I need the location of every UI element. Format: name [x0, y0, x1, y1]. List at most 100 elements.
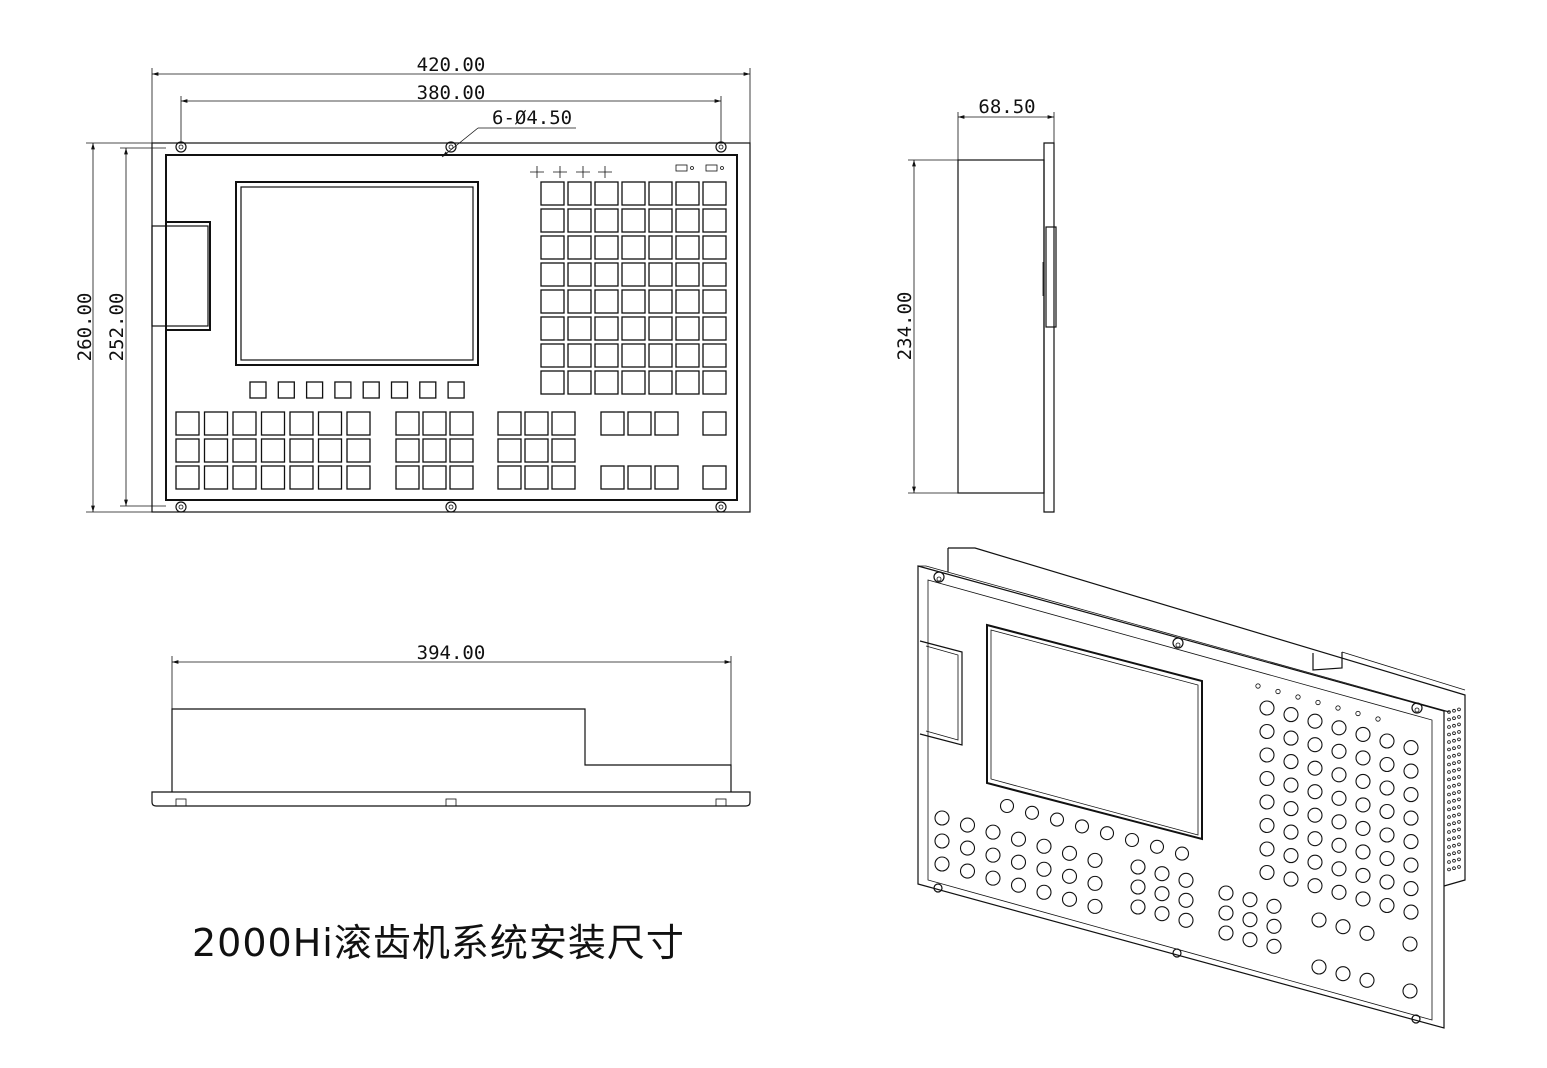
key: [203, 465, 229, 490]
key: [594, 316, 619, 341]
iso-key: [1087, 875, 1103, 891]
iso-key: [1242, 892, 1258, 908]
vent-hole: [1447, 860, 1451, 864]
key: [317, 411, 343, 436]
key: [702, 343, 727, 368]
softkey: [362, 381, 380, 399]
key: [175, 465, 200, 490]
vent-hole: [1452, 791, 1456, 795]
vent-hole: [1457, 850, 1461, 854]
iso-key: [1218, 885, 1234, 901]
key: [627, 465, 652, 490]
iso-key: [1355, 820, 1371, 836]
key: [567, 370, 592, 395]
iso-key: [1010, 877, 1027, 893]
front-dimensions: 420.00 380.00 6-Ø4.50 260.00 252.00: [74, 54, 751, 513]
iso-key: [1266, 898, 1282, 914]
iso-key: [1259, 770, 1275, 787]
dim-holes: 6-Ø4.50: [492, 107, 572, 129]
key: [675, 370, 700, 395]
vent-hole: [1447, 785, 1451, 789]
vent-hole: [1447, 732, 1451, 737]
iso-key: [1266, 938, 1282, 954]
key: [232, 465, 257, 490]
key: [449, 438, 474, 463]
iso-key: [985, 847, 1001, 863]
iso-softkey: [999, 798, 1015, 814]
key: [567, 262, 592, 287]
key: [702, 208, 727, 233]
iso-key: [985, 824, 1001, 840]
key: [289, 411, 314, 436]
key: [621, 316, 646, 341]
iso-indicator: [1375, 716, 1381, 722]
iso-key: [1283, 707, 1299, 723]
vent-hole: [1457, 805, 1461, 809]
iso-key: [1283, 871, 1299, 887]
vent-hole: [1457, 827, 1461, 832]
iso-indicator: [1295, 694, 1301, 700]
softkey: [277, 381, 295, 399]
key: [675, 262, 700, 287]
key: [346, 411, 371, 436]
key: [600, 465, 625, 490]
iso-key: [1355, 797, 1371, 813]
vent-hole: [1447, 755, 1451, 759]
vent-hole: [1452, 798, 1456, 803]
iso-key: [1355, 867, 1371, 883]
iso-key: [1403, 834, 1419, 850]
vent-hole: [1452, 821, 1456, 825]
iso-key: [1379, 803, 1395, 820]
front-inner-border: [165, 154, 738, 501]
iso-key: [1331, 767, 1347, 783]
iso-key: [1331, 814, 1347, 830]
iso-key: [1283, 730, 1299, 746]
vent-hole: [1457, 737, 1461, 742]
dim-body-width: 394.00: [417, 642, 486, 664]
iso-key: [1355, 844, 1371, 860]
iso-key: [1335, 966, 1351, 982]
iso-key: [1259, 723, 1275, 740]
iso-key: [1061, 891, 1078, 907]
softkey: [249, 381, 267, 399]
key: [524, 438, 549, 463]
vent-hole: [1452, 753, 1456, 758]
vent-hole: [1452, 836, 1456, 840]
vent-hole: [1447, 815, 1451, 819]
key: [594, 370, 619, 395]
softkey: [305, 381, 324, 399]
iso-screen: [986, 623, 1203, 841]
iso-key: [1218, 905, 1234, 921]
key: [702, 262, 727, 287]
key: [567, 181, 592, 206]
softkey: [390, 381, 409, 399]
key: [540, 316, 565, 341]
iso-key: [1331, 743, 1347, 759]
iso-key: [1355, 750, 1371, 766]
iso-indicator: [1335, 705, 1341, 711]
vent-hole: [1457, 835, 1461, 839]
vent-hole: [1447, 770, 1451, 774]
key: [621, 235, 646, 260]
drawing-title: 2000Hi滚齿机系统安装尺寸: [192, 921, 685, 965]
key: [540, 235, 565, 260]
key: [654, 411, 679, 436]
iso-key: [1379, 733, 1395, 749]
iso-key: [1402, 936, 1418, 952]
key: [540, 181, 565, 206]
key: [551, 411, 576, 436]
key: [346, 465, 371, 490]
vent-hole: [1457, 782, 1461, 787]
vent-hole: [1457, 842, 1461, 847]
vent-hole: [1447, 725, 1451, 729]
iso-softkey: [1149, 839, 1165, 854]
iso-key: [1355, 891, 1371, 907]
key: [594, 262, 619, 287]
iso-key: [1331, 720, 1347, 736]
side-view: 68.50 234.00: [894, 96, 1057, 513]
key: [175, 411, 200, 436]
key: [648, 316, 673, 341]
key: [648, 235, 673, 260]
iso-key: [1061, 845, 1078, 861]
dim-hole-spacing: 380.00: [417, 82, 486, 104]
